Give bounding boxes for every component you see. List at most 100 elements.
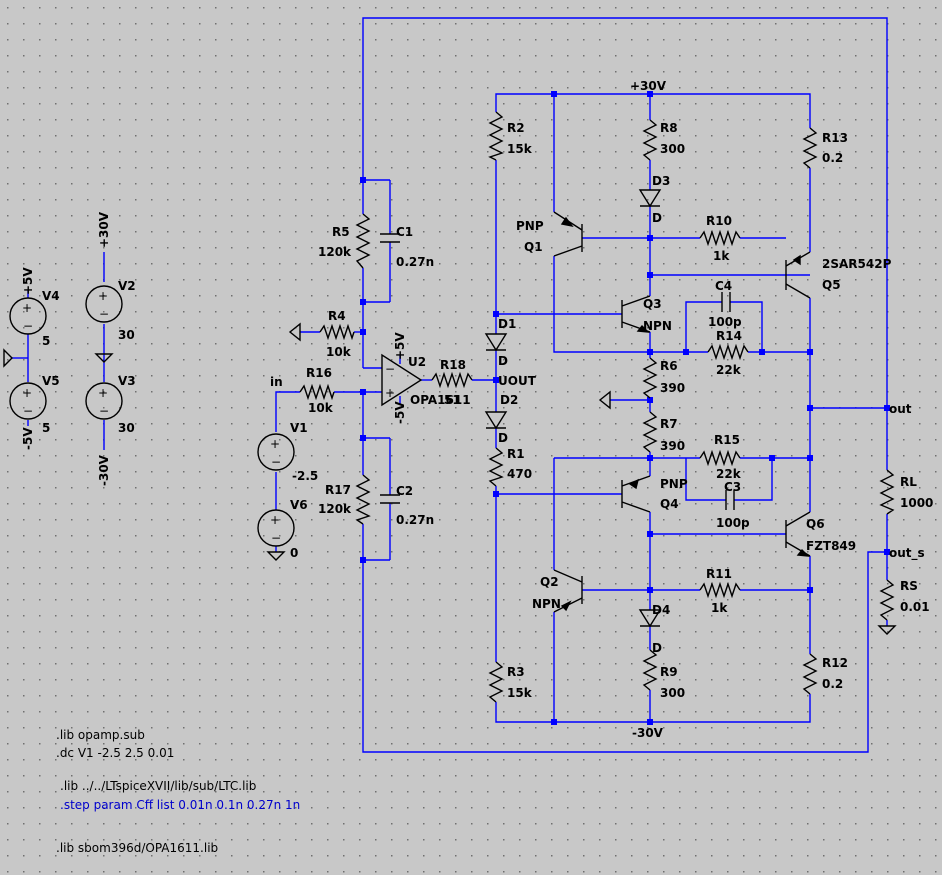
label-C1-value: 0.27n [396,255,434,269]
label-C4-value: 100p [708,315,742,329]
label-R1-value: 470 [507,467,532,481]
resistor-R6[interactable] [642,357,658,399]
resistor-R16[interactable] [299,383,335,401]
resistor-R3[interactable] [488,661,504,703]
label-Q1-value: PNP [516,219,544,233]
directive-lib-opamp[interactable]: .lib opamp.sub [56,728,145,742]
label-Q2-value: NPN [532,597,561,611]
resistor-R5[interactable] [355,213,371,269]
directive-dc-sweep[interactable]: .dc V1 -2.5 2.5 0.01 [56,746,174,760]
svg-text:−: − [99,404,109,418]
label-R8-value: 300 [660,142,685,156]
label-U2-neg: -5V [393,401,407,424]
label-Q6-name: Q6 [806,517,825,531]
ground-icon [3,322,897,635]
resistor-R4[interactable] [319,323,355,341]
label-C1-name: C1 [396,225,413,239]
resistor-R11[interactable] [699,581,741,599]
label-D4-name: D4 [652,603,670,617]
svg-text:−: − [23,319,33,333]
source-V1[interactable]: + − [257,433,295,471]
diode-D2[interactable] [484,411,508,430]
capacitor-C1[interactable] [380,233,400,243]
transistor-Q1[interactable] [553,211,583,257]
diode-D1[interactable] [484,333,508,352]
label-R7-value: 390 [660,439,685,453]
resistor-R17[interactable] [355,474,371,525]
opamp-U2[interactable]: − + [381,353,423,407]
label-R15-value: 22k [716,467,742,481]
label-C4-name: C4 [715,279,732,293]
resistor-R12[interactable] [802,653,818,695]
label-V1-name: V1 [290,421,308,435]
label-Q6-value: FZT849 [806,539,856,553]
resistor-R14[interactable] [707,343,749,361]
transistor-Q6[interactable] [785,511,811,557]
label-R18-name: R18 [440,358,466,372]
diode-D3[interactable] [638,189,662,208]
transistor-Q4[interactable] [621,475,651,513]
transistor-Q5[interactable] [785,251,811,299]
svg-text:−: − [271,455,281,469]
directive-lib-ltc[interactable]: .lib ../../LTspiceXVII/lib/sub/LTC.lib [60,779,256,793]
label-R16-name: R16 [306,366,332,380]
source-V3[interactable]: + − [85,382,123,420]
svg-text:−: − [271,531,281,545]
source-V4[interactable]: + − [9,297,47,335]
label-Q5-name: Q5 [822,278,841,292]
label-R9-value: 300 [660,686,685,700]
label-R17-name: R17 [325,483,351,497]
net-label-uout: UOUT [498,374,537,388]
label-V6-value: 0 [290,546,298,560]
diode-D4[interactable] [638,609,662,628]
label-R6-value: 390 [660,381,685,395]
svg-text:+: + [22,386,32,400]
resistor-R2[interactable] [488,111,504,161]
label-V3-pin: -30V [97,454,111,486]
label-D3-name: D3 [652,174,670,188]
resistor-R7[interactable] [642,411,658,453]
svg-text:+: + [385,386,395,400]
label-Q4-value: PNP [660,477,688,491]
label-R2-value: 15k [507,142,533,156]
source-V2[interactable]: + − [85,285,123,323]
label-R3-value: 15k [507,686,533,700]
label-R18-value: 51 [444,393,461,407]
label-R2-name: R2 [507,121,525,135]
label-V2-pin: +30V [97,211,111,248]
resistor-R8[interactable] [642,119,658,161]
label-R15-name: R15 [714,433,740,447]
label-C3-value: 100p [716,516,750,530]
resistor-RS[interactable] [879,579,895,621]
resistor-R9[interactable] [642,649,658,691]
capacitor-C2[interactable] [380,494,400,504]
label-D1-name: D1 [498,317,516,331]
capacitor-C3[interactable] [725,490,735,510]
label-V6-name: V6 [290,498,308,512]
label-V3-name: V3 [118,374,136,388]
resistor-R18[interactable] [431,371,473,389]
directive-step-param[interactable]: .step param Cff list 0.01n 0.1n 0.27n 1n [60,798,300,812]
resistor-R15[interactable] [699,449,741,467]
label-Q3-name: Q3 [643,297,662,311]
junctions [360,91,890,725]
resistor-R10[interactable] [699,229,741,247]
directive-lib-opa1611[interactable]: .lib sbom396d/OPA1611.lib [56,841,218,855]
resistor-R1[interactable] [488,447,504,487]
svg-text:−: − [23,404,33,418]
resistor-RL[interactable] [879,469,895,515]
source-V5[interactable]: + − [9,382,47,420]
capacitor-C4[interactable] [721,292,731,312]
label-RL-name: RL [900,475,917,489]
transistor-Q3[interactable] [621,295,651,333]
label-V3-value: 30 [118,421,135,435]
label-V4-value: 5 [42,334,50,348]
label-C3-name: C3 [724,480,741,494]
source-V6[interactable]: + − [257,509,295,547]
label-V4-name: V4 [42,289,60,303]
resistor-R13[interactable] [802,127,818,169]
label-D4-value: D [652,641,662,655]
transistor-Q2[interactable] [553,569,583,613]
